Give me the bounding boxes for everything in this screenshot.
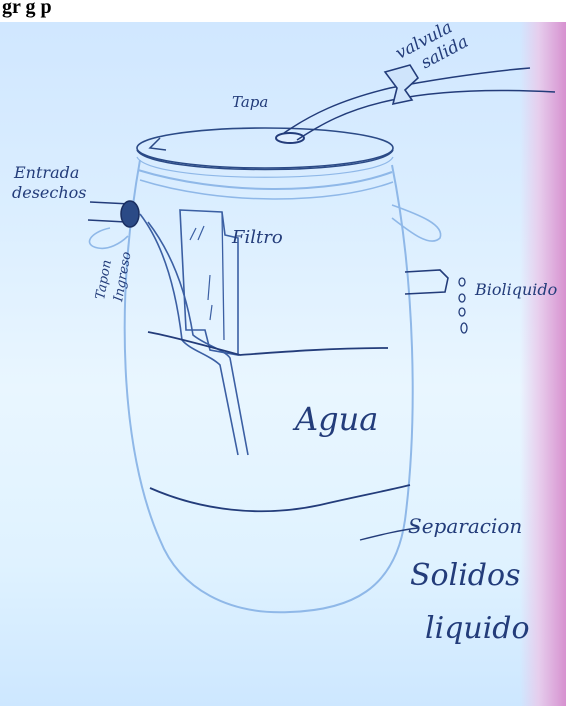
outlet-pipe-lower (297, 90, 555, 140)
left-handle (89, 228, 128, 248)
drop-4 (461, 323, 467, 333)
valve-shape (385, 65, 418, 104)
label-agua: Agua (292, 400, 378, 438)
label-filtro: Filtro (231, 227, 283, 248)
drop-3 (459, 308, 465, 316)
barrel-rib-1 (138, 170, 392, 189)
lid-arrow-mark (150, 138, 166, 150)
barrel-lid (137, 128, 393, 168)
bioliquid-outlet (405, 270, 448, 294)
inlet-plug (121, 201, 139, 227)
label-liquido: liquido (425, 611, 530, 646)
label-desechos: desechos (12, 183, 87, 202)
label-solidos: Solidos (410, 558, 520, 593)
drop-1 (459, 278, 465, 286)
label-tapa: Tapa (232, 93, 268, 111)
lid-rim-2 (137, 157, 393, 177)
label-entrada: Entrada (13, 163, 79, 182)
lid-rim (137, 150, 393, 170)
label-bioliquido: Bioliquido (474, 280, 557, 299)
filter-hatch (190, 226, 212, 320)
separation-line (150, 485, 410, 511)
label-ingreso: Ingreso (111, 250, 135, 303)
label-separacion: Separacion (408, 514, 522, 538)
drop-2 (459, 294, 465, 302)
inlet-pipe-bottom (88, 220, 126, 222)
water-level-line (148, 332, 388, 355)
